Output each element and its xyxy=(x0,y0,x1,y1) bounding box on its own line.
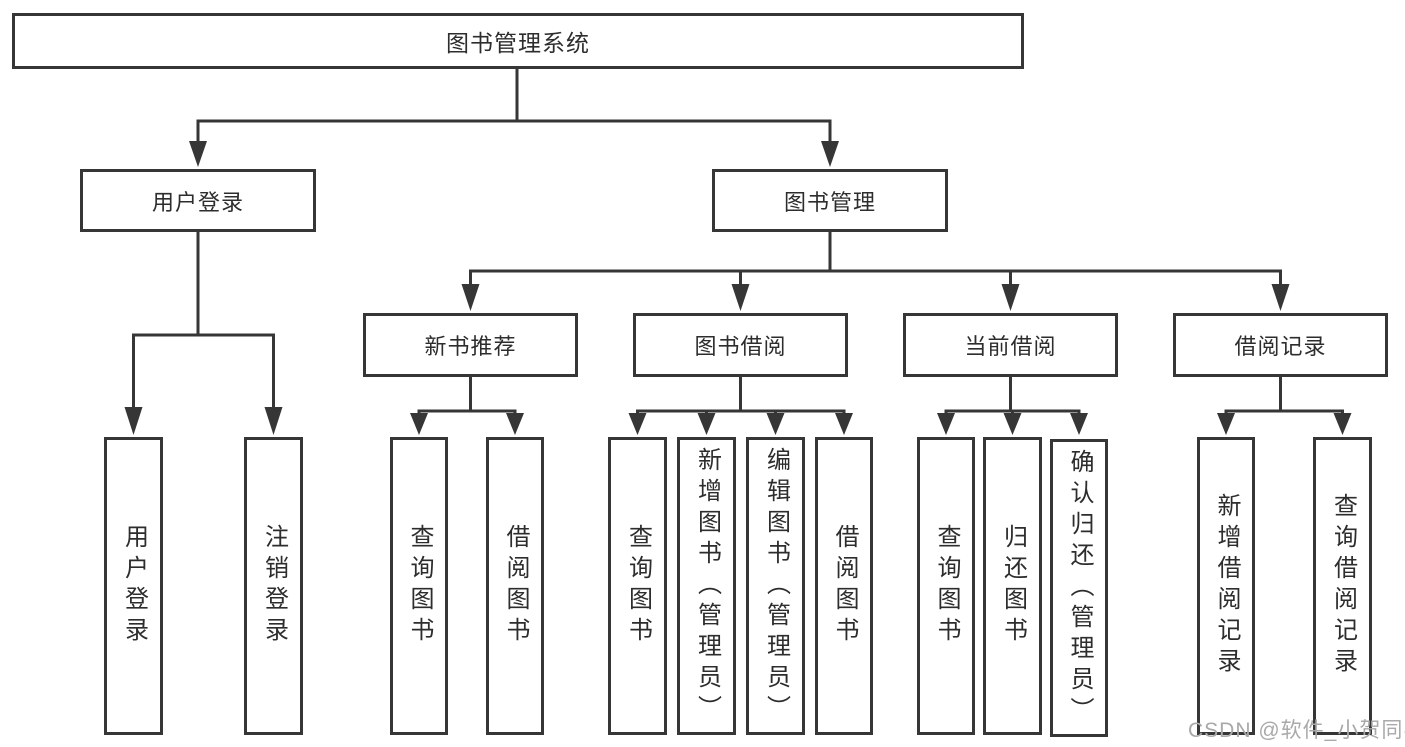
node-new-book-recommend: 新书推荐 xyxy=(363,313,578,377)
leaf-add-borrow-record: 新增借阅记录 xyxy=(1197,437,1255,735)
leaf-borrow-books-borrowing: 借阅图书 xyxy=(815,437,873,735)
leaf-query-borrow-record: 查询借阅记录 xyxy=(1313,437,1372,735)
node-borrow-records: 借阅记录 xyxy=(1173,313,1388,377)
leaf-query-books-recommend: 查询图书 xyxy=(390,437,448,735)
leaf-edit-book-admin: 编辑图书（管理员） xyxy=(746,437,805,735)
node-user-login-group: 用户登录 xyxy=(80,169,316,232)
node-book-management: 图书管理 xyxy=(712,169,948,232)
leaf-logout: 注销登录 xyxy=(244,437,303,735)
node-root: 图书管理系统 xyxy=(12,13,1024,69)
node-current-borrowing: 当前借阅 xyxy=(903,313,1118,377)
watermark-text: CSDN @软件_小贺同学 xyxy=(1188,719,1405,742)
node-book-borrowing: 图书借阅 xyxy=(633,313,848,377)
leaf-add-book-admin: 新增图书（管理员） xyxy=(677,437,736,735)
leaf-return-books: 归还图书 xyxy=(983,437,1042,735)
leaf-query-books-current: 查询图书 xyxy=(917,437,975,735)
leaf-borrow-books-recommend: 借阅图书 xyxy=(486,437,544,735)
leaf-user-login: 用户登录 xyxy=(104,437,163,735)
leaf-confirm-return-admin: 确认归还（管理员） xyxy=(1050,439,1108,737)
leaf-query-books-borrowing: 查询图书 xyxy=(608,437,667,735)
